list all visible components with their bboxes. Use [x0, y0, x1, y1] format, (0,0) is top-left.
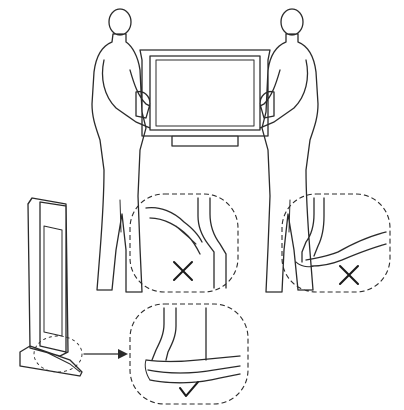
panel-3-tv-back: [166, 308, 176, 360]
person-right-head: [281, 9, 303, 35]
person-right: [260, 9, 318, 292]
carried-tv: [136, 50, 274, 146]
person-right-body: [262, 34, 318, 292]
panel-1-border: [130, 194, 238, 292]
panel-3-stand-top: [146, 356, 240, 362]
callout-circle: [34, 336, 82, 372]
person-left: [92, 9, 150, 292]
tv-side-screen: [44, 226, 62, 336]
cross-mark-icon: [174, 262, 192, 280]
person-left-body: [92, 34, 146, 292]
detail-panel-correct: [130, 304, 248, 404]
panel-1-tv-edge: [198, 198, 214, 288]
panel-1-finger: [176, 226, 196, 244]
check-mark-icon: [180, 382, 198, 396]
person-right-forearm: [260, 70, 280, 106]
panel-3-tv-edge: [152, 308, 164, 360]
tv-side-top-edge: [28, 198, 32, 204]
tv-screen: [150, 56, 260, 130]
arrow-right-icon: [118, 349, 128, 359]
panel-3-hand-top: [148, 366, 240, 373]
panel-1-tv-back: [210, 198, 226, 288]
person-left-head: [109, 9, 131, 35]
panel-2-hand-bottom: [312, 244, 386, 266]
panel-2-border: [282, 194, 390, 292]
tv-screen-inner: [156, 60, 254, 126]
tv-base: [172, 136, 238, 146]
detail-panel-incorrect-2: [282, 194, 390, 292]
detail-panel-incorrect-1: [130, 194, 238, 292]
panel-1-hand-bottom: [150, 218, 200, 254]
panel-2-tv-back: [314, 198, 324, 256]
cross-mark-icon: [340, 266, 358, 284]
panel-3-hand-bottom: [150, 374, 240, 383]
tv-frame: [140, 50, 270, 136]
panel-3-border: [130, 304, 248, 404]
tv-stand: [20, 346, 82, 376]
